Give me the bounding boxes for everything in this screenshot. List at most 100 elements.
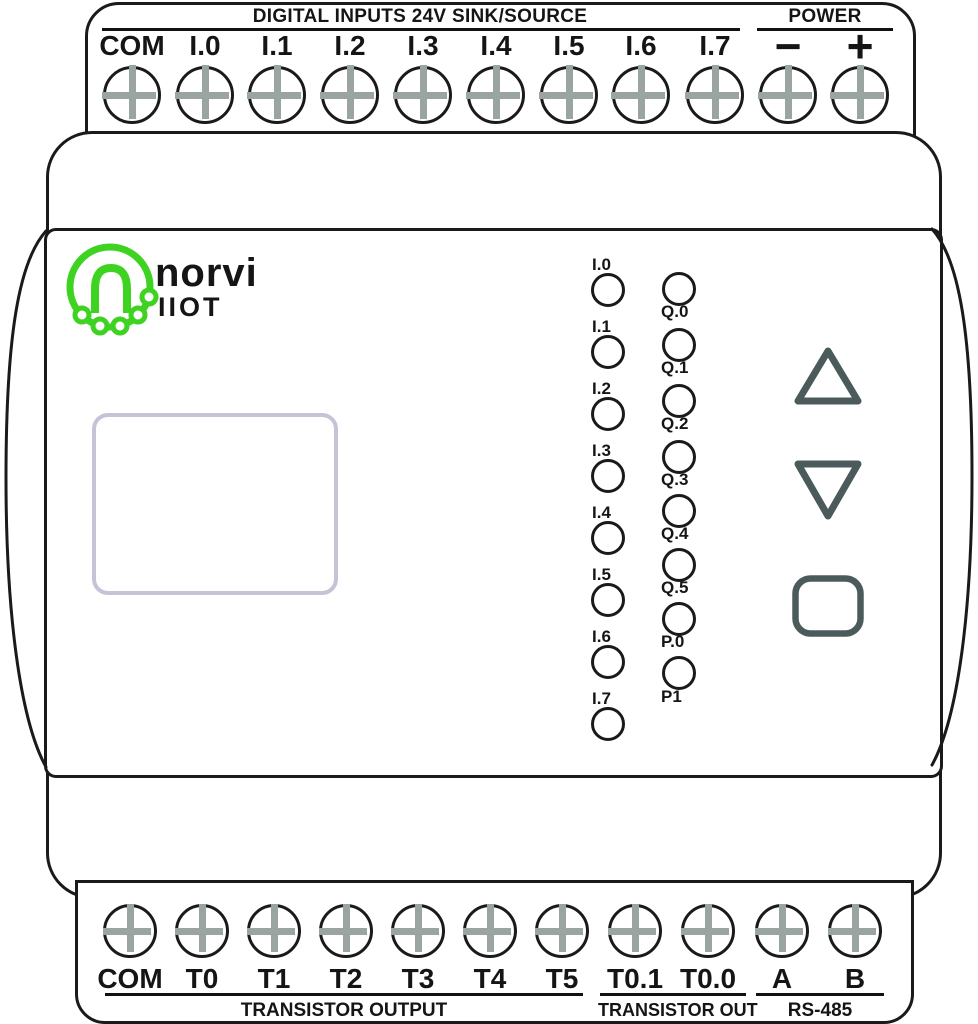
- led-label: Q.3: [661, 470, 689, 489]
- terminal-bottom-t3: T3: [382, 904, 454, 994]
- output-led: [662, 272, 696, 306]
- terminal-bottom-b: B: [819, 904, 891, 993]
- input-led: [591, 707, 625, 741]
- screw-terminal-icon: [466, 65, 525, 124]
- terminal-label: I.5: [553, 30, 585, 61]
- transistor-out-underline: [600, 993, 746, 996]
- terminal-top-power-minus: −: [752, 20, 824, 124]
- led-label: I.3: [592, 441, 611, 460]
- terminal-label: I.4: [480, 30, 512, 61]
- brand-series: IIOT: [158, 292, 223, 322]
- led-label: I.0: [592, 255, 611, 274]
- output-led: [662, 602, 696, 636]
- terminal-top-i6: I.6: [605, 30, 677, 124]
- transistor-out-label: TRANSISTOR OUT: [598, 1000, 758, 1020]
- led-label: I.6: [592, 627, 611, 646]
- input-led: [591, 335, 625, 369]
- terminal-bottom-t00: T0.0: [672, 904, 744, 994]
- power-underline: [757, 28, 893, 31]
- terminal-label: T2: [329, 963, 363, 994]
- screw-terminal-icon: [535, 904, 589, 958]
- din-clip-left: [4, 229, 48, 769]
- terminal-top-i3: I.3: [387, 30, 459, 124]
- input-led: [591, 521, 625, 555]
- led-label: I.7: [592, 689, 611, 708]
- led-label: I.1: [592, 317, 611, 336]
- output-led: [662, 548, 696, 582]
- led-label: Q.1: [661, 358, 689, 377]
- screw-terminal-icon: [758, 65, 817, 124]
- lcd-display: [92, 413, 338, 595]
- terminal-bottom-a: A: [746, 904, 818, 994]
- screw-terminal-icon: [391, 904, 445, 958]
- screw-terminal-icon: [175, 65, 234, 124]
- screw-terminal-icon: [247, 65, 306, 124]
- terminal-top-i1: I.1: [241, 30, 313, 124]
- terminal-label: A: [771, 963, 793, 994]
- screw-terminal-icon: [463, 904, 517, 958]
- screw-terminal-icon: [539, 65, 598, 124]
- terminal-label: T0.0: [679, 963, 737, 994]
- screw-terminal-icon: [103, 904, 157, 958]
- input-led: [591, 397, 625, 431]
- terminal-label: I.1: [261, 30, 293, 61]
- screw-terminal-icon: [608, 904, 662, 958]
- led-label: P1: [661, 687, 682, 706]
- terminal-label: I.7: [699, 30, 731, 61]
- terminal-label: I.2: [334, 30, 366, 61]
- terminal-bottom-t1: T1: [238, 904, 310, 994]
- screw-terminal-icon: [830, 65, 889, 124]
- led-label: I.2: [592, 379, 611, 398]
- terminal-bottom-t0: T0: [166, 904, 238, 994]
- output-led: [662, 440, 696, 474]
- input-led: [591, 645, 625, 679]
- digital-inputs-header: DIGITAL INPUTS 24V SINK/SOURCE: [252, 6, 588, 27]
- digital-inputs-underline: [102, 28, 740, 31]
- terminal-top-com: COM: [96, 30, 168, 124]
- terminal-label: T3: [401, 963, 435, 994]
- brand-wordmark: norvi: [155, 251, 258, 295]
- rs485-underline: [756, 993, 884, 996]
- screw-terminal-icon: [685, 65, 744, 124]
- terminal-label: T1: [257, 963, 291, 994]
- screw-terminal-icon: [102, 65, 161, 124]
- terminal-bottom-t5: T5: [526, 904, 598, 994]
- output-led: [662, 494, 696, 528]
- screw-terminal-icon: [611, 65, 670, 124]
- screw-terminal-icon: [828, 904, 882, 958]
- terminal-label: COM: [99, 30, 165, 61]
- screw-terminal-icon: [319, 904, 373, 958]
- screw-terminal-icon: [175, 904, 229, 958]
- terminal-label: I.6: [625, 30, 657, 61]
- terminal-label: I.3: [407, 30, 439, 61]
- led-label: P.0: [661, 632, 685, 651]
- screw-terminal-icon: [755, 904, 809, 958]
- terminal-label: COM: [97, 963, 163, 994]
- terminal-bottom-com: COM: [94, 904, 166, 994]
- terminal-top-i7: I.7: [679, 30, 751, 124]
- terminal-top-power-plus: +: [824, 20, 896, 124]
- terminal-top-i2: I.2: [314, 30, 386, 124]
- rs485-label: RS-485: [787, 1000, 853, 1021]
- terminal-top-i5: I.5: [533, 30, 605, 124]
- minus-icon: −: [774, 20, 802, 72]
- transistor-output-label: TRANSISTOR OUTPUT: [240, 1000, 448, 1021]
- terminal-top-i4: I.4: [460, 30, 532, 124]
- output-led: [662, 384, 696, 418]
- led-label: Q.0: [661, 302, 689, 321]
- led-label: I.5: [592, 565, 611, 584]
- terminal-label: T5: [545, 963, 579, 994]
- plus-icon: +: [846, 20, 874, 72]
- screw-terminal-icon: [393, 65, 452, 124]
- terminal-bottom-t4: T4: [454, 904, 526, 993]
- input-led: [591, 459, 625, 493]
- led-label: Q.2: [661, 414, 689, 433]
- screw-terminal-icon: [681, 904, 735, 958]
- terminal-top-i0: I.0: [169, 30, 241, 124]
- terminal-bottom-t01: T0.1: [599, 904, 671, 993]
- screw-terminal-icon: [247, 904, 301, 958]
- terminal-label: T0: [185, 963, 219, 994]
- input-led: [591, 583, 625, 617]
- output-led: [662, 328, 696, 362]
